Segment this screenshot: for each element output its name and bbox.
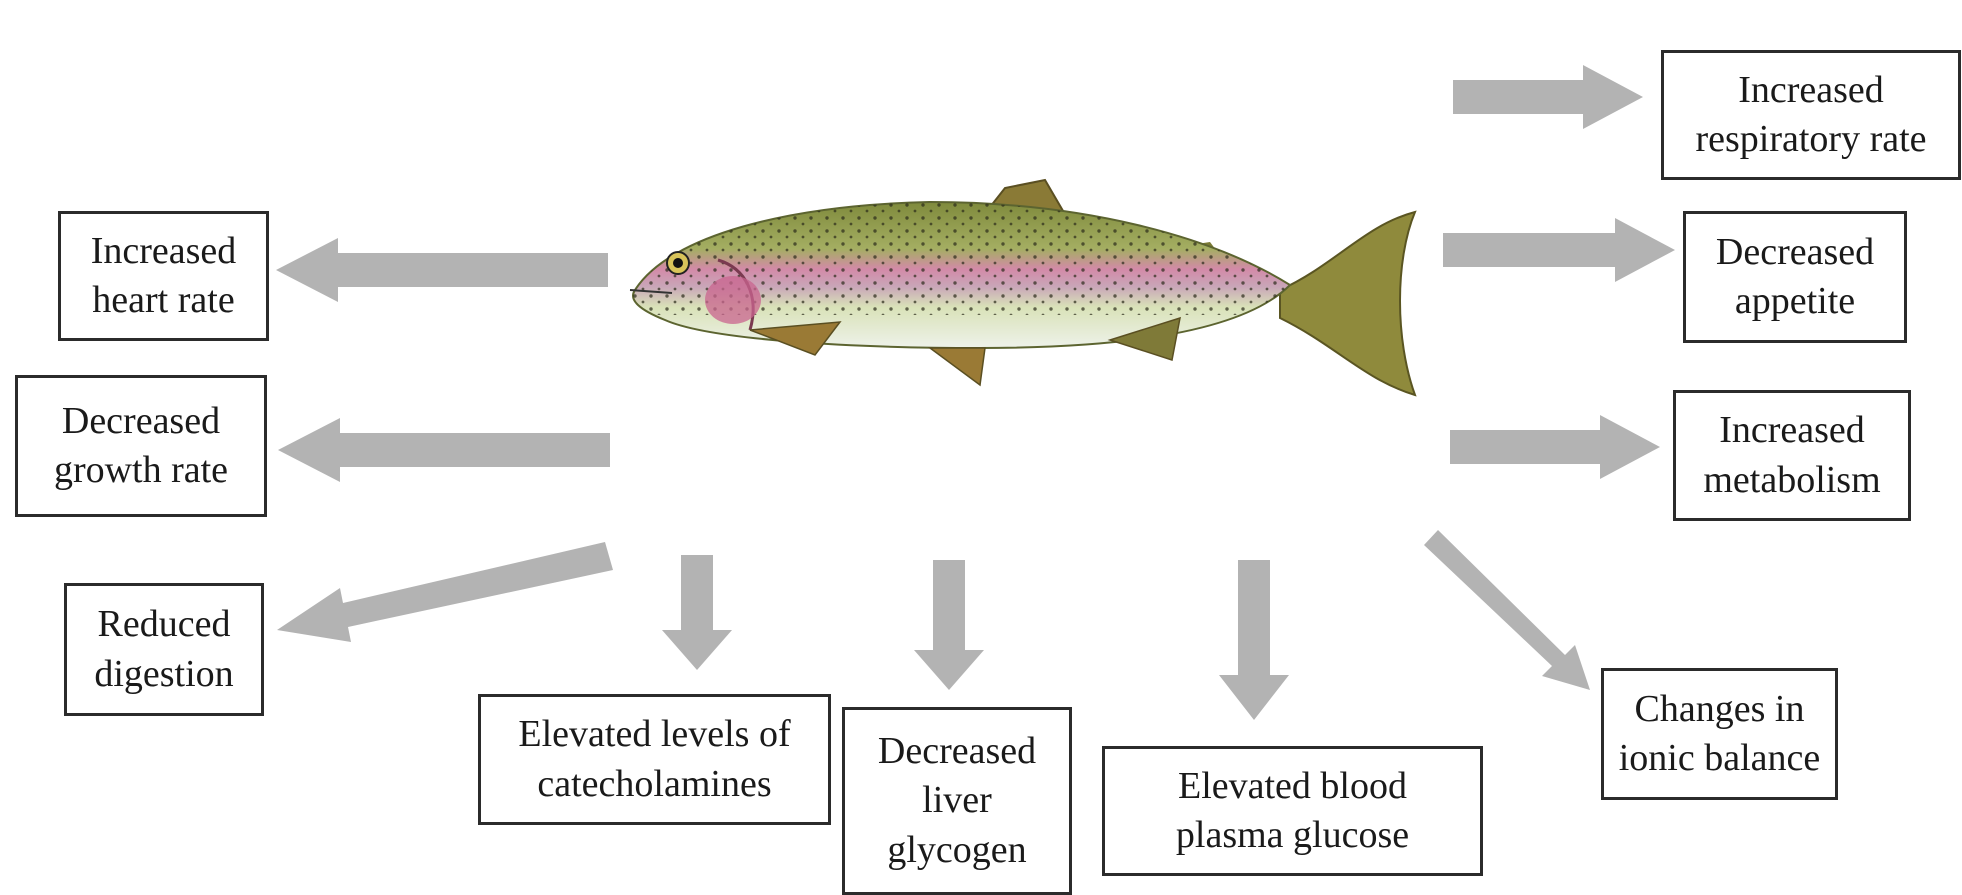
effect-increased-respiratory-rate: Increased respiratory rate <box>1661 50 1961 180</box>
effect-changes-in-ionic-balance: Changes in ionic balance <box>1601 668 1838 800</box>
effect-elevated-blood-plasma-glucose: Elevated blood plasma glucose <box>1102 746 1483 876</box>
arrow-to-growth-rate <box>278 418 610 482</box>
arrow-to-respiratory-rate <box>1453 65 1643 129</box>
effect-decreased-liver-glycogen: Decreased liver glycogen <box>842 707 1072 895</box>
effect-label: Changes in ionic balance <box>1619 685 1821 784</box>
effect-label: Elevated blood plasma glucose <box>1176 762 1409 861</box>
effect-reduced-digestion: Reduced digestion <box>64 583 264 716</box>
effect-label: Decreased growth rate <box>54 397 228 496</box>
arrow-to-digestion <box>277 542 613 642</box>
arrow-to-ionic-balance <box>1424 530 1590 690</box>
effect-label: Elevated levels of catecholamines <box>518 710 790 809</box>
effect-decreased-appetite: Decreased appetite <box>1683 211 1907 343</box>
effect-increased-metabolism: Increased metabolism <box>1673 390 1911 521</box>
arrow-to-liver-glycogen <box>914 560 984 690</box>
effect-label: Increased respiratory rate <box>1695 66 1926 165</box>
arrow-to-blood-glucose <box>1219 560 1289 720</box>
arrow-to-heart-rate <box>276 238 608 302</box>
effect-label: Increased heart rate <box>91 227 237 326</box>
effect-label: Increased metabolism <box>1703 406 1880 505</box>
effect-decreased-growth-rate: Decreased growth rate <box>15 375 267 517</box>
effect-label: Reduced digestion <box>94 600 233 699</box>
effect-elevated-catecholamines: Elevated levels of catecholamines <box>478 694 831 825</box>
arrow-to-appetite <box>1443 218 1675 282</box>
fish-icon <box>600 150 1430 470</box>
arrow-to-metabolism <box>1450 415 1660 479</box>
effect-label: Decreased appetite <box>1716 228 1874 327</box>
arrow-to-catecholamines <box>662 555 732 670</box>
effect-label: Decreased liver glycogen <box>878 727 1036 875</box>
effect-increased-heart-rate: Increased heart rate <box>58 211 269 341</box>
